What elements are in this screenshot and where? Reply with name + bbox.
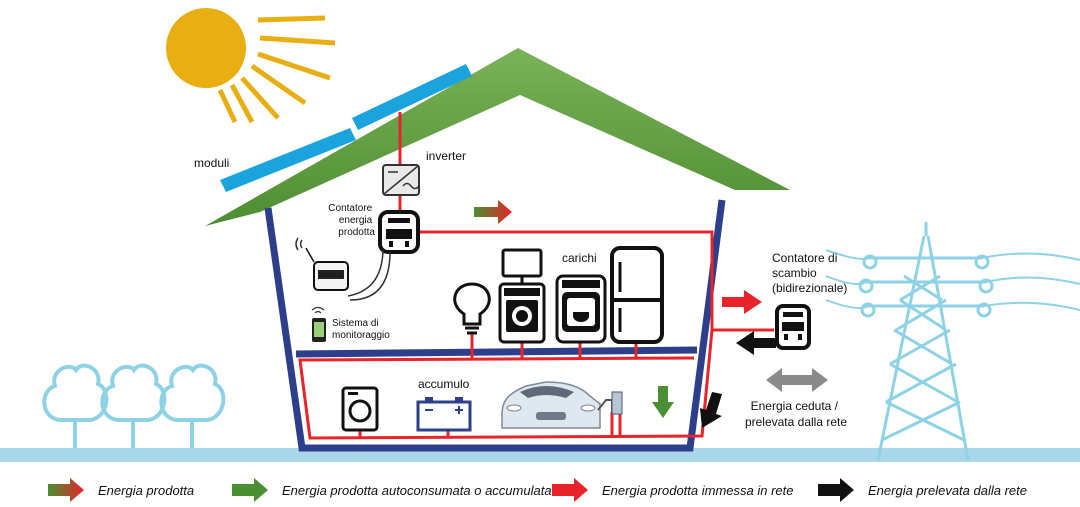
tv-icon — [501, 248, 543, 284]
legend: Energia prodotta Energia prodotta autoco… — [0, 470, 1080, 507]
monitor-label: MONITOR — [319, 273, 343, 279]
grid-export-arrow-icon — [722, 290, 762, 314]
inverter-label: inverter — [426, 149, 466, 163]
legend-item-prelevata: Energia prelevata dalla rete — [818, 478, 1027, 502]
production-meter-icon — [378, 210, 420, 254]
grid-withdrawal-arrow-down-icon — [700, 392, 722, 428]
dishwasher-icon — [498, 282, 546, 344]
legend-item-immessa: Energia prodotta immessa in rete — [552, 478, 793, 502]
electric-car-icon — [501, 381, 623, 429]
sun-icon — [166, 8, 336, 124]
exchange-meter-label: Contatore di scambio (bidirezionale) — [772, 251, 847, 295]
power-tower-icon — [825, 222, 1080, 461]
green-red-gradient-arrow-icon — [48, 478, 84, 502]
house-walls — [264, 199, 726, 452]
smartphone-icon — [311, 306, 326, 342]
tree-icon — [42, 363, 226, 448]
red-arrow-icon — [552, 478, 588, 502]
solar-panel-icon — [220, 64, 472, 192]
grid-import-arrow-icon — [736, 331, 776, 355]
monitor-device-icon: MONITOR — [295, 237, 391, 301]
production-meter-label: Contatore energia prodotta — [328, 203, 375, 238]
bidirectional-arrow-icon — [766, 368, 828, 392]
roof — [205, 48, 790, 226]
inverter-icon — [382, 164, 420, 196]
oven-icon — [555, 274, 607, 344]
monitoring-system-label: Sistema di monitoraggio — [332, 318, 390, 341]
storage-label: accumulo — [418, 377, 470, 391]
black-arrow-icon — [818, 478, 854, 502]
washing-machine-icon — [341, 386, 379, 432]
self-consumed-arrow-icon — [652, 386, 674, 418]
green-arrow-icon — [232, 478, 268, 502]
battery-icon — [416, 397, 472, 432]
legend-label: Energia prodotta — [98, 482, 195, 498]
ground — [0, 448, 1080, 462]
legend-item-autoconsumata: Energia prodotta autoconsumata o accumul… — [232, 478, 552, 502]
exchange-meter-icon — [775, 304, 811, 350]
refrigerator-icon — [610, 246, 664, 344]
legend-label: Energia prodotta autoconsumata o accumul… — [282, 482, 552, 498]
grid-exchange-label: Energia ceduta / prelevata dalla rete — [745, 399, 847, 429]
modules-label: moduli — [194, 156, 229, 170]
legend-label: Energia prodotta immessa in rete — [602, 482, 794, 498]
legend-label: Energia prelevata dalla rete — [868, 482, 1027, 498]
light-bulb-icon — [453, 282, 491, 335]
legend-item-energia-prodotta: Energia prodotta — [48, 478, 194, 502]
loads-label: carichi — [562, 251, 597, 265]
production-arrow-icon — [474, 200, 512, 224]
